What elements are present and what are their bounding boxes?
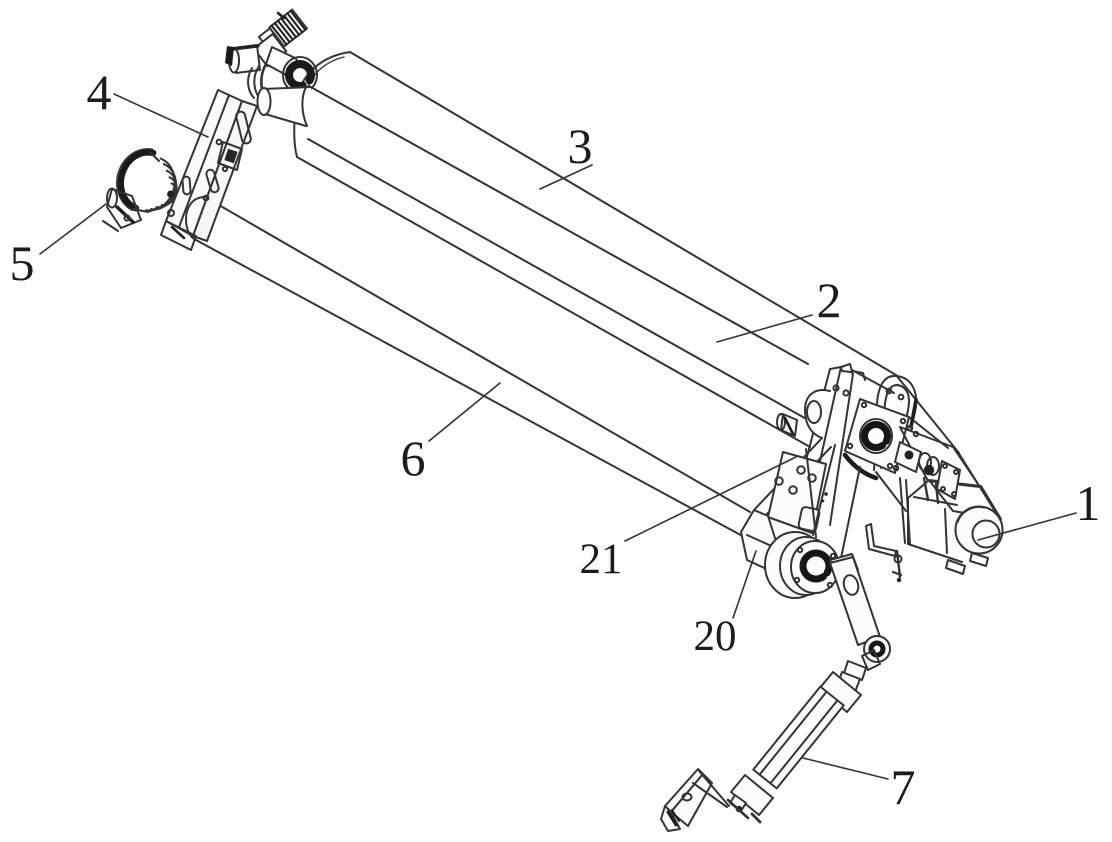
- svg-text:7: 7: [891, 759, 916, 815]
- svg-text:4: 4: [87, 64, 112, 120]
- svg-text:21: 21: [580, 536, 623, 583]
- svg-text:2: 2: [817, 272, 842, 328]
- svg-text:3: 3: [568, 118, 593, 174]
- svg-text:1: 1: [1076, 475, 1101, 531]
- svg-text:5: 5: [10, 235, 35, 291]
- svg-text:20: 20: [694, 613, 737, 660]
- svg-text:6: 6: [401, 430, 426, 486]
